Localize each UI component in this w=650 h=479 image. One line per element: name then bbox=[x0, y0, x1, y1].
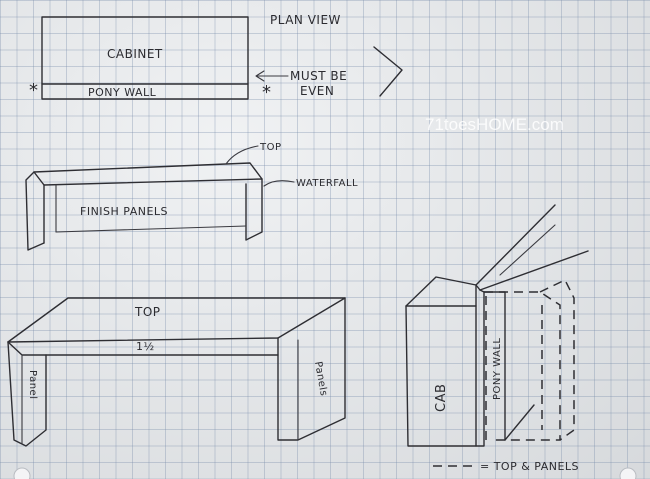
waterfall-island-drawing: FINISH PANELS TOP WATERFALL bbox=[25, 142, 358, 251]
large-top-front-edge bbox=[7, 337, 279, 356]
cabinet-outline bbox=[41, 16, 249, 100]
pony-wall-label: PONY WALL bbox=[88, 86, 157, 99]
cab-label: CAB bbox=[434, 384, 449, 412]
even-label: EVEN bbox=[300, 84, 334, 98]
panel-left-label: Panel bbox=[27, 370, 38, 399]
punch-hole bbox=[13, 467, 31, 479]
large-top-drawing: TOP 1½ Panel Panels bbox=[7, 297, 346, 447]
countertop-back-line bbox=[479, 250, 589, 291]
left-end-panel bbox=[25, 171, 45, 251]
cabinet-box bbox=[405, 276, 485, 447]
left-waterfall-panel bbox=[7, 341, 47, 447]
plan-view-title: PLAN VIEW bbox=[270, 13, 341, 27]
thickness-label: 1½ bbox=[136, 340, 155, 353]
finish-panels-label: FINISH PANELS bbox=[80, 205, 168, 218]
countertop-overhang-line bbox=[475, 204, 556, 286]
plan-view-drawing: PLAN VIEW CABINET PONY WALL * * MUST BE … bbox=[29, 13, 403, 103]
panels-right-label: Panels bbox=[312, 361, 329, 398]
arrow-icon bbox=[255, 70, 289, 82]
asterisk-right: * bbox=[262, 82, 272, 103]
top-slab bbox=[33, 162, 263, 186]
top-small-label: TOP bbox=[259, 142, 282, 153]
waterfall-pointer-line bbox=[263, 180, 295, 187]
must-be-label: MUST BE bbox=[290, 69, 347, 83]
asterisk-left: * bbox=[29, 80, 39, 101]
chevron-right-icon bbox=[373, 46, 403, 97]
legend-label: = TOP & PANELS bbox=[480, 460, 579, 473]
large-top-label: TOP bbox=[134, 305, 161, 319]
punch-hole bbox=[619, 467, 637, 479]
countertop-inner-line bbox=[499, 224, 556, 276]
panel-bottom-edge bbox=[55, 225, 247, 233]
waterfall-label: WATERFALL bbox=[296, 178, 358, 189]
dashed-panel-side bbox=[539, 279, 575, 441]
pony-wall-vertical-label: PONY WALL bbox=[492, 338, 503, 401]
cabinet-label: CABINET bbox=[107, 47, 163, 61]
right-end-panel bbox=[245, 178, 263, 241]
top-pointer-line bbox=[225, 145, 259, 165]
section-drawing: CAB PONY WALL = TOP & PANELS bbox=[405, 204, 589, 473]
dashed-top-and-panels bbox=[484, 291, 561, 441]
pony-wall-base-line bbox=[504, 404, 535, 441]
right-waterfall-panel bbox=[277, 297, 346, 441]
watermark: 71toesHOME.com bbox=[425, 115, 564, 134]
large-top-surface bbox=[7, 297, 346, 343]
